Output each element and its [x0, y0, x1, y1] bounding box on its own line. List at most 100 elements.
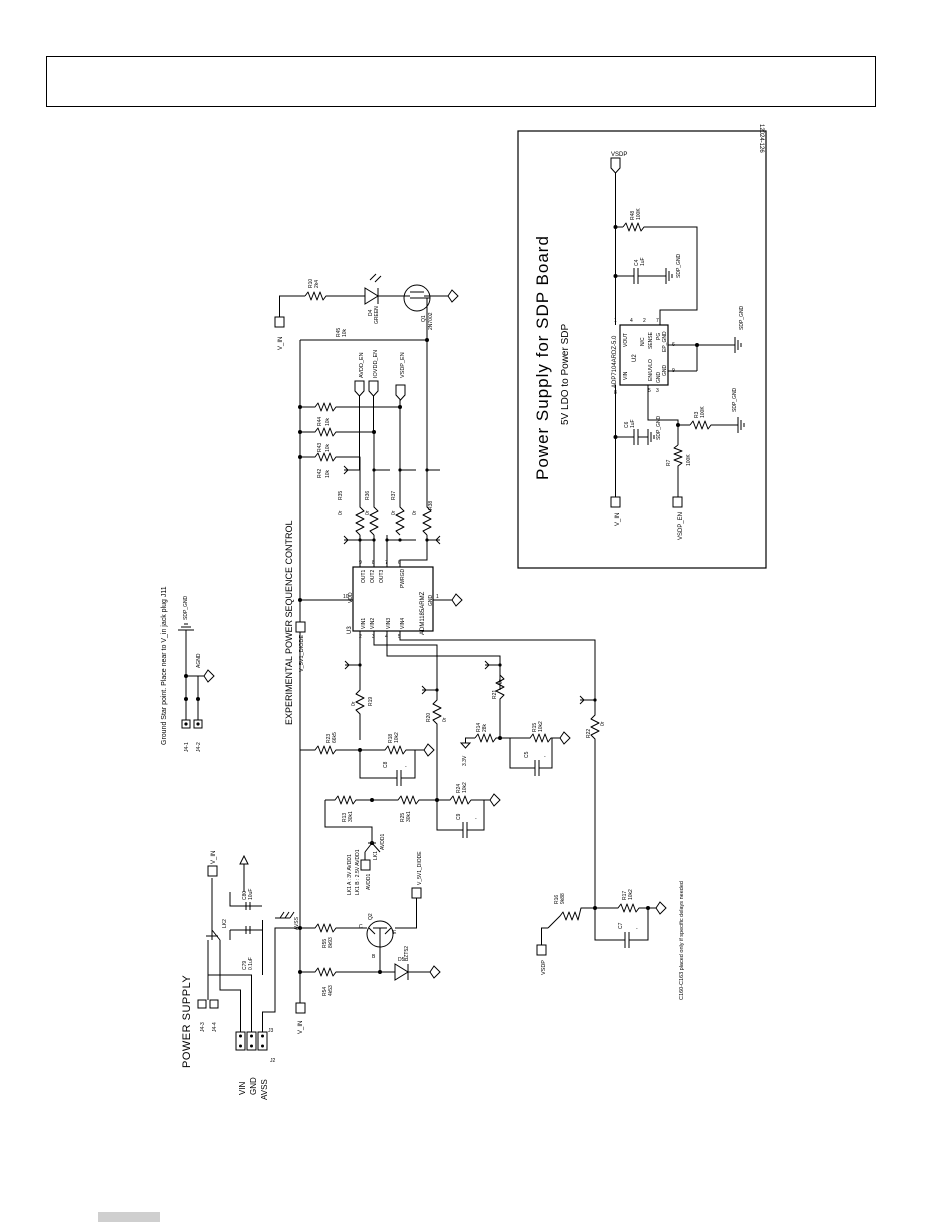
- net-vin-ps: V_IN: [211, 851, 217, 864]
- r18-val: 10k2: [394, 732, 400, 743]
- r15-resistor: [500, 733, 560, 743]
- net-vsdp: VSDP: [541, 960, 547, 975]
- no-connect-marks: [579, 695, 595, 705]
- net-sdp-gnd-c6: SDP_GND: [656, 415, 662, 440]
- u2-ref: U2: [632, 354, 638, 362]
- gnd-symbol: [737, 417, 745, 433]
- c79-cap: [245, 926, 251, 934]
- r35-ref: R35: [338, 491, 344, 500]
- gnd-symbol: [489, 793, 501, 807]
- gs-ref-j4-2: J4-2: [196, 742, 202, 752]
- r42-ref: R42: [317, 469, 323, 478]
- r20-val: 0r: [442, 717, 448, 722]
- u3-output-wires: [359, 535, 428, 567]
- net-sdp-gnd-r3: SDP_GND: [732, 387, 738, 412]
- vsdp-port: [536, 927, 548, 956]
- c80-ref: C80: [242, 891, 248, 900]
- footer-bar: [98, 1212, 160, 1222]
- q1-ref: Q1: [421, 315, 427, 322]
- v33-port: [459, 737, 475, 749]
- r15-val: 10k2: [538, 721, 544, 732]
- vsdp-connector: [610, 157, 621, 174]
- gs-wires: [185, 630, 204, 720]
- vin-bus-wires: [359, 631, 596, 690]
- junction: [196, 697, 200, 701]
- r17-val: 10k2: [628, 889, 634, 900]
- u2-pin-vout: VOUT: [623, 333, 629, 347]
- junction: [184, 697, 188, 701]
- r23-val: 66k5: [332, 732, 338, 743]
- u2-pinnum-7: 7: [656, 318, 659, 324]
- r45-val: 10k: [342, 328, 348, 337]
- u2-pin-gnd: GND: [656, 372, 662, 384]
- r13-ref: R13: [342, 813, 348, 822]
- u2-pinnum-4: 4: [630, 318, 633, 324]
- r43-ref: R43: [317, 443, 323, 452]
- gnd-symbol: [203, 669, 215, 683]
- net-vin-top: V_IN: [278, 337, 284, 350]
- r3-val: 100K: [700, 406, 706, 418]
- r19-ref: R19: [368, 697, 374, 706]
- r36-resistor: [369, 430, 379, 536]
- c79-val: 0.1uF: [248, 957, 254, 970]
- r7-resistor: [673, 444, 683, 497]
- sdp-section-frame: [517, 130, 767, 569]
- c8-val: -: [405, 764, 407, 770]
- d4-ref: D4: [368, 309, 374, 316]
- pin: [196, 722, 200, 726]
- u2-ic: [619, 324, 669, 386]
- r16-ref: R16: [554, 895, 560, 904]
- u3-ref: U3: [347, 626, 353, 634]
- ps-label-vin: VIN: [238, 1081, 247, 1095]
- r23-resistor: [300, 745, 360, 755]
- gnd-symbol: [734, 337, 742, 353]
- gnd-symbol: [665, 268, 673, 284]
- no-connect-marks: [484, 660, 500, 670]
- net-vin-sdp: V_IN: [615, 513, 621, 526]
- r14-ref: R14: [476, 723, 482, 732]
- iovdd-en-port: [368, 380, 379, 432]
- u3-out1: OUT1: [361, 569, 367, 583]
- u3-part: ADM1185ARMZ: [420, 591, 426, 635]
- ps-wires: [207, 878, 300, 1032]
- r38-resistor: [422, 310, 432, 536]
- lk1-link: [364, 835, 381, 860]
- r35-val: 0r: [338, 510, 344, 515]
- net-vsdp-top: VSDP: [611, 152, 627, 158]
- r25-resistor: [372, 795, 437, 805]
- pin: [250, 1034, 253, 1038]
- vin-top-port: [274, 295, 305, 328]
- r21-resistor: [495, 665, 505, 740]
- c7-val: -: [636, 926, 638, 932]
- gs-ref-j4-1: J4-1: [184, 742, 190, 752]
- net-avdd1-left: AVDD1: [366, 873, 372, 890]
- pin: [184, 722, 188, 726]
- pullup-bus: [299, 339, 427, 601]
- u3-vin3: VIN3: [386, 618, 392, 629]
- r37-val: 0r: [391, 510, 397, 515]
- net-vsdp-en: VSDP_EN: [400, 352, 406, 378]
- ps-ref-j4-4: J4-4: [212, 1022, 218, 1032]
- r38-ref: R38: [428, 501, 434, 510]
- u2-pin-epgnd: EP_GND: [662, 331, 668, 352]
- net-vin-bottom: V_IN: [298, 1021, 304, 1034]
- r42-resistor: [300, 452, 361, 470]
- r13-resistor: [325, 795, 372, 805]
- r48-val: 100K: [636, 208, 642, 220]
- r43-resistor: [300, 427, 374, 437]
- net-avss: AVSS: [294, 916, 300, 930]
- vsdp-en-port: [395, 384, 406, 401]
- r19-resistor: [355, 665, 365, 740]
- ground-star-section: Ground Star point. Place near to V_in ja…: [161, 586, 215, 752]
- c7-ref: C7: [618, 922, 624, 929]
- r10-resistor: [304, 291, 365, 301]
- vin-ps-port: [207, 865, 218, 877]
- d5-zener: [380, 963, 430, 981]
- v5v1-port-top: [295, 600, 306, 633]
- gnd-symbol: [178, 623, 194, 631]
- gnd-symbol: [429, 965, 441, 979]
- gs-sdp-gnd: SDP_GND: [183, 595, 189, 620]
- r54-val: 4k53: [328, 985, 334, 996]
- junction: [695, 343, 699, 347]
- q2-internal: [368, 927, 392, 947]
